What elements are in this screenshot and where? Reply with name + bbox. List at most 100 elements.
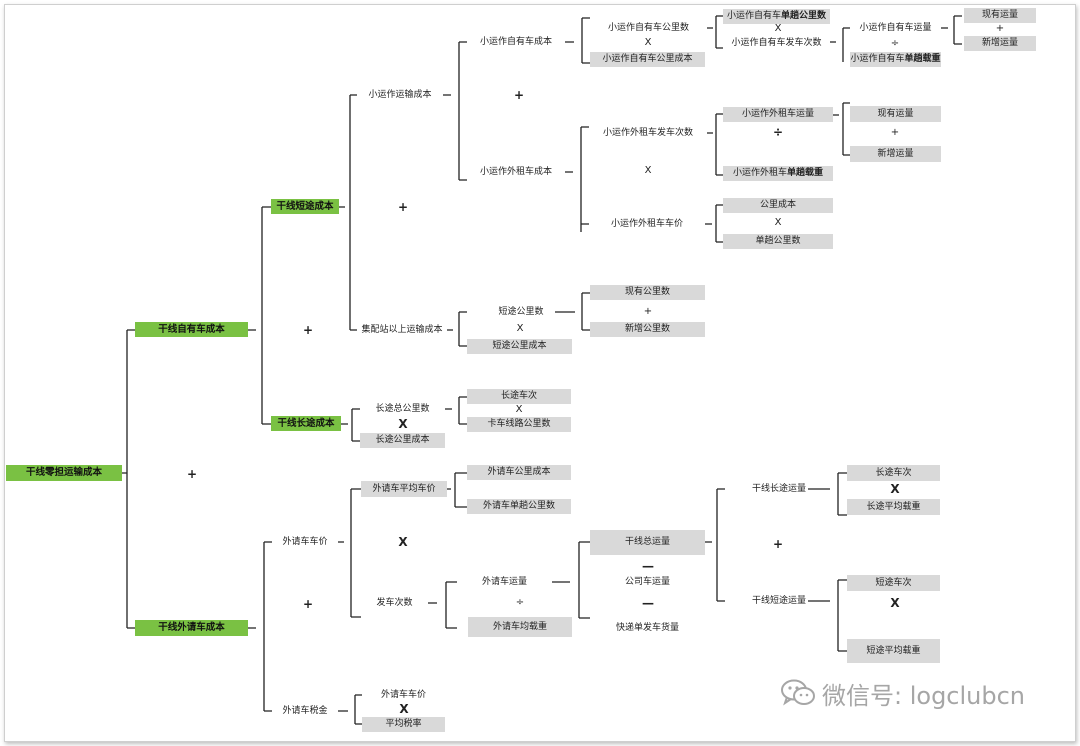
so-load-suffix: 单趟载重 bbox=[904, 54, 941, 64]
so-load-node: 小运作自有车单趟载重 bbox=[850, 52, 941, 67]
hire-avg-load-node: 外请车均载重 bbox=[468, 617, 572, 637]
short-volume-node: 干线短途运量 bbox=[751, 595, 806, 606]
bracket-own-cost bbox=[248, 206, 271, 425]
hire-tax-node: 外请车税金 bbox=[282, 705, 328, 716]
op-plus-hire: + bbox=[302, 597, 314, 611]
lt-total-km-node: 长途总公里数 bbox=[375, 403, 430, 414]
avg-tax-rate-node: 平均税率 bbox=[362, 717, 445, 732]
so-km-cost-node: 小运作自有车公里成本 bbox=[590, 52, 705, 67]
bracket-above-station bbox=[447, 311, 467, 347]
sh-load-prefix: 小运作外租车 bbox=[732, 168, 787, 178]
op-times-short-vol: X bbox=[890, 596, 900, 610]
sh-trips-node: 小运作外租车发车次数 bbox=[602, 127, 693, 138]
op-times-lt-km: X bbox=[515, 404, 523, 415]
so-km-node: 小运作自有车公里数 bbox=[607, 22, 689, 33]
small-op-node: 小运作运输成本 bbox=[368, 89, 432, 100]
short-avg-load-node: 短途平均载重 bbox=[847, 639, 940, 663]
bracket-depart bbox=[428, 581, 457, 629]
bracket-st-km bbox=[555, 292, 590, 331]
bracket-avg-price bbox=[447, 472, 467, 508]
sh-load-node: 小运作外租车单趟载重 bbox=[723, 166, 833, 181]
sh-km-cost-node: 公里成本 bbox=[723, 198, 833, 213]
bracket-small-hire bbox=[565, 126, 589, 232]
long-cost-node: 干线长途成本 bbox=[271, 416, 341, 431]
sh-single-km-node: 单趟公里数 bbox=[723, 234, 833, 249]
bracket-sh-volume bbox=[833, 102, 850, 156]
op-times-st: X bbox=[516, 323, 524, 334]
total-volume-node: 干线总运量 bbox=[590, 530, 705, 555]
sh-load-suffix: 单趟载重 bbox=[787, 168, 824, 178]
long-volume-node: 干线长途运量 bbox=[751, 483, 806, 494]
small-own-node: 小运作自有车成本 bbox=[479, 36, 552, 47]
op-plus-root: + bbox=[186, 467, 198, 481]
short-cost-node: 干线短途成本 bbox=[271, 199, 339, 214]
op-times-so-km: X bbox=[774, 23, 782, 34]
company-volume-node: 公司车运量 bbox=[624, 576, 670, 587]
hire-price-node: 外请车车价 bbox=[282, 536, 328, 547]
op-plus-so-vol: + bbox=[995, 23, 1005, 34]
op-times-hire: X bbox=[398, 535, 408, 549]
bracket-total-volume bbox=[705, 488, 725, 602]
bracket-small-own bbox=[565, 17, 590, 64]
bracket-long-volume bbox=[808, 472, 847, 516]
hire-volume-node: 外请车运量 bbox=[481, 576, 527, 587]
op-times-sh: X bbox=[644, 165, 652, 176]
watermark-text: 微信号: logclubcn bbox=[822, 681, 1026, 710]
tax-price-node: 外请车车价 bbox=[380, 689, 426, 700]
avg-price-node: 外请车平均车价 bbox=[361, 481, 447, 497]
sh-new-node: 新增运量 bbox=[850, 146, 941, 162]
op-plus-st: + bbox=[643, 306, 653, 317]
root-node: 干线零担运输成本 bbox=[6, 465, 122, 481]
op-times-tax: X bbox=[399, 702, 409, 716]
op-divide-sh: ÷ bbox=[772, 125, 784, 139]
st-existing-km-node: 现有公里数 bbox=[590, 285, 705, 300]
so-new-node: 新增运量 bbox=[964, 36, 1036, 51]
bracket-hire-price bbox=[338, 488, 361, 618]
bracket-tax bbox=[338, 694, 362, 725]
bracket-hire-volume bbox=[552, 541, 590, 619]
bracket-root bbox=[122, 329, 135, 629]
op-times-lt: X bbox=[398, 417, 408, 431]
bracket-short-cost bbox=[339, 94, 357, 331]
bracket-short-volume bbox=[808, 579, 847, 652]
hire-cost-node: 干线外请车成本 bbox=[135, 620, 248, 636]
op-plus-volume: + bbox=[772, 537, 784, 551]
long-avg-load-node: 长途平均载重 bbox=[847, 499, 940, 515]
op-plus-own: + bbox=[302, 323, 314, 337]
so-trip-km-node: 小运作自有车单趟公里数 bbox=[723, 9, 830, 24]
op-minus-1: — bbox=[642, 559, 654, 573]
sh-volume-node: 小运作外租车运量 bbox=[723, 107, 833, 122]
so-trips-node: 小运作自有车发车次数 bbox=[731, 37, 822, 48]
depart-times-node: 发车次数 bbox=[376, 597, 413, 608]
bracket-so-trips bbox=[830, 27, 850, 62]
op-times-so: X bbox=[644, 37, 652, 48]
bracket-sh-price bbox=[705, 204, 723, 243]
bracket-so-volume bbox=[941, 15, 962, 45]
above-station-node: 集配站以上运输成本 bbox=[361, 324, 443, 335]
lt-km-cost-node: 长途公里成本 bbox=[360, 433, 445, 448]
hire-single-km-node: 外请车单趟公里数 bbox=[467, 499, 571, 514]
bracket-long-cost bbox=[341, 408, 360, 442]
op-times-sh-price: X bbox=[774, 217, 782, 228]
so-existing-node: 现有运量 bbox=[964, 8, 1036, 23]
watermark: 微信号: logclubcn bbox=[780, 676, 1025, 710]
sh-price-node: 小运作外租车车价 bbox=[610, 218, 683, 229]
so-trip-km-prefix: 小运作自有车 bbox=[726, 11, 781, 21]
wechat-icon bbox=[781, 679, 815, 706]
op-times-long-vol: X bbox=[890, 482, 900, 496]
bracket-small-op bbox=[443, 41, 467, 181]
so-volume-node: 小运作自有车运量 bbox=[859, 22, 932, 33]
own-cost-node: 干线自有车成本 bbox=[135, 322, 248, 337]
hire-km-cost-node: 外请车公里成本 bbox=[467, 465, 571, 480]
small-hire-node: 小运作外租车成本 bbox=[479, 166, 552, 177]
op-plus-sh-vol: + bbox=[890, 127, 900, 138]
long-trips-node: 长途车次 bbox=[847, 465, 940, 481]
so-load-prefix: 小运作自有车 bbox=[850, 54, 905, 64]
so-trip-km-suffix: 单趟公里数 bbox=[781, 11, 827, 21]
bracket-lt-km bbox=[445, 396, 467, 425]
op-divide-so: ÷ bbox=[890, 38, 900, 49]
bracket-so-km bbox=[707, 15, 723, 49]
op-plus-short: + bbox=[397, 200, 409, 214]
op-plus-small-op: + bbox=[513, 88, 525, 102]
short-trips-node: 短途车次 bbox=[847, 575, 940, 591]
